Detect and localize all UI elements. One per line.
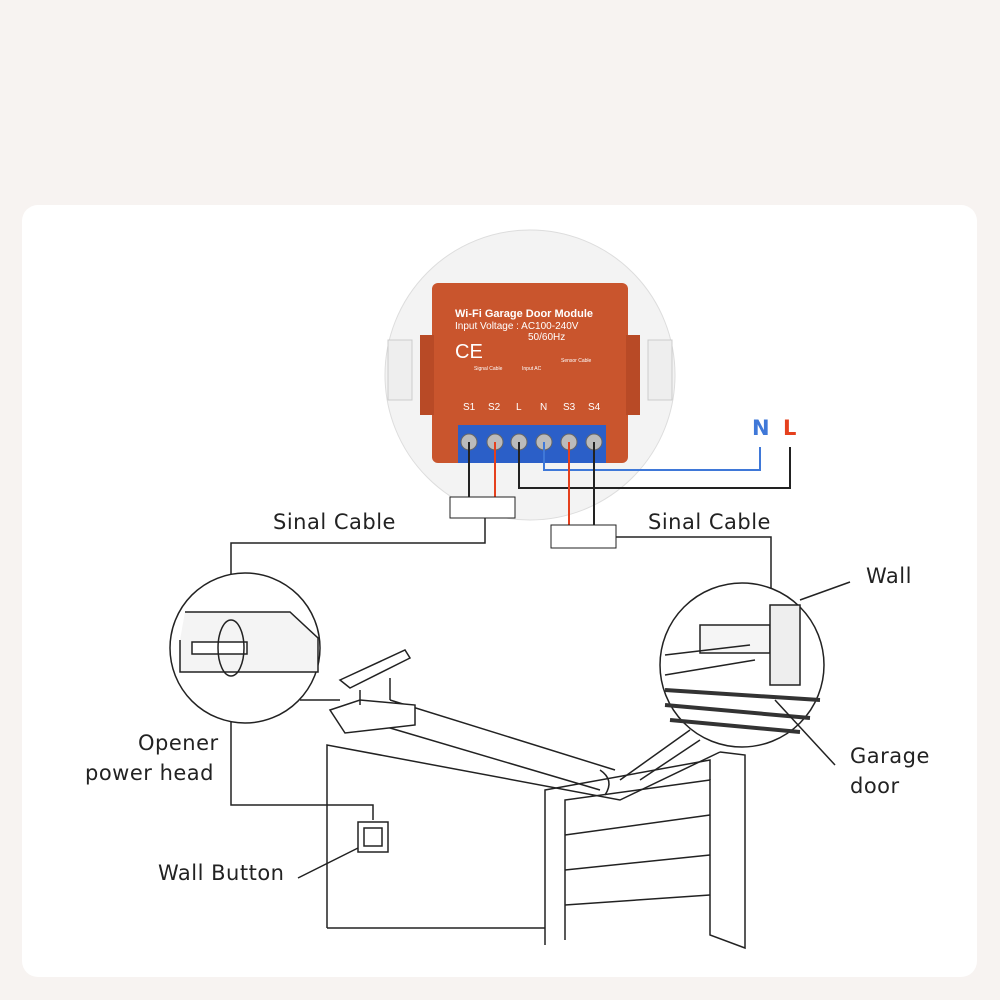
input-ac-mark: Input AC	[522, 366, 542, 372]
signal-cable-right-label: Sinal Cable	[648, 510, 771, 534]
signal-connector-right	[550, 524, 617, 549]
module-voltage: Input Voltage : AC100-240V	[455, 321, 579, 332]
wall-button-label: Wall Button	[158, 861, 285, 885]
terminal-label-s4: S4	[588, 402, 601, 413]
wall-button-icon	[357, 821, 389, 853]
terminal-label-n: N	[540, 402, 547, 413]
ce-mark: CE	[455, 341, 483, 363]
sensor-cable-mark: Sensor Cable	[561, 358, 592, 364]
wall-label: Wall	[866, 564, 912, 588]
garage-door-label-1: Garage	[850, 744, 930, 768]
garage-door-label-2: door	[850, 774, 900, 798]
opener-label-1: Opener	[138, 731, 219, 755]
signal-connector-left	[449, 496, 516, 519]
terminal-label-l: L	[516, 402, 522, 413]
terminal-label-s3: S3	[563, 402, 576, 413]
terminal-label-s1: S1	[463, 402, 476, 413]
signal-cable-mark: Signal Cable	[474, 366, 503, 372]
live-wire	[518, 442, 791, 489]
live-label: L	[783, 416, 797, 440]
opener-label-2: power head	[85, 761, 215, 785]
garage-illustration	[297, 649, 746, 950]
garage-door-module: Wi-Fi Garage Door Module Input Voltage :…	[420, 283, 640, 463]
wall-detail	[659, 581, 851, 766]
opener-detail	[169, 572, 340, 724]
module-title: Wi-Fi Garage Door Module	[455, 308, 593, 320]
terminal-block	[458, 425, 606, 463]
terminal-label-s2: S2	[488, 402, 501, 413]
neutral-wire	[543, 442, 761, 471]
neutral-label: N	[752, 416, 771, 440]
signal-cable-left-label: Sinal Cable	[273, 510, 396, 534]
module-frequency: 50/60Hz	[528, 332, 565, 343]
